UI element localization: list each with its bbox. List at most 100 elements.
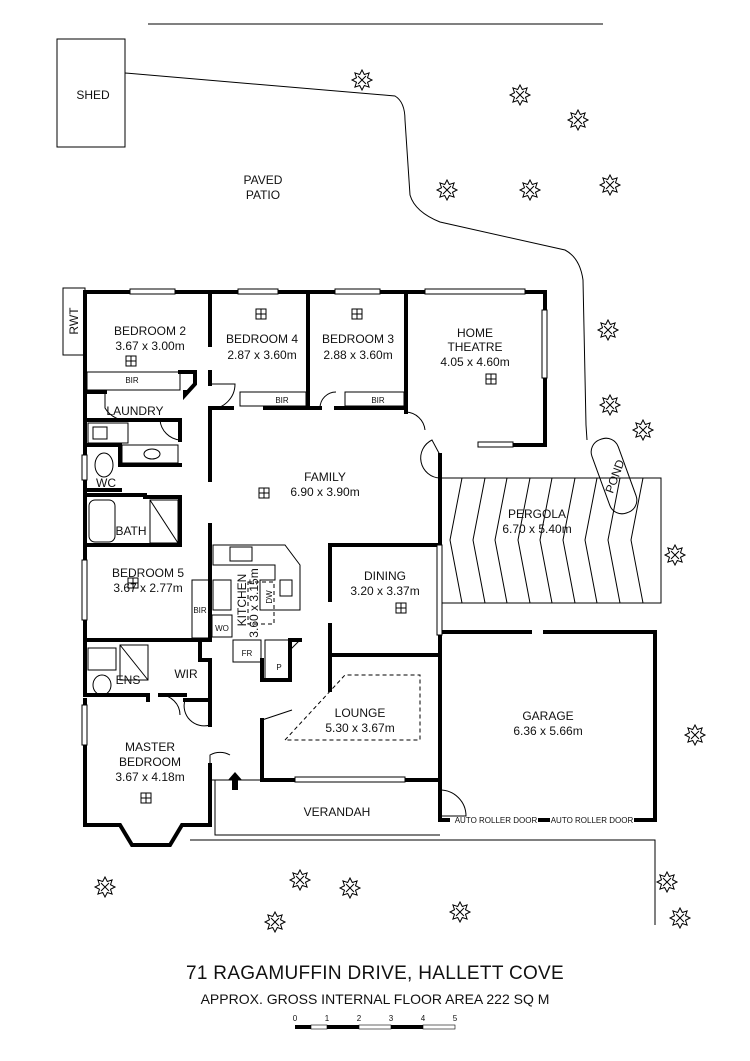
pond-outline <box>590 437 638 515</box>
garage-label: GARAGE <box>522 709 573 723</box>
scale-bar: 0 1 2 3 4 5 <box>293 1014 458 1030</box>
kitchen-sink <box>229 546 253 562</box>
dishwasher-label: DW <box>265 590 274 604</box>
wall-bed2-bottom <box>83 370 197 401</box>
vanity <box>121 444 179 464</box>
wall-wc <box>83 443 182 492</box>
wall-theatre-right <box>483 376 547 447</box>
cooktop <box>212 579 232 611</box>
tree-icon <box>596 318 620 342</box>
property-address: 71 RAGAMUFFIN DRIVE, HALLETT COVE <box>186 963 564 984</box>
scale-segment <box>310 1024 328 1030</box>
tree-icon <box>338 876 362 900</box>
trees <box>93 68 707 934</box>
window <box>334 288 381 295</box>
shower <box>149 499 179 544</box>
window <box>81 559 88 621</box>
door-swings <box>104 383 467 817</box>
bir-box <box>191 579 210 639</box>
window <box>436 544 443 636</box>
tree-icon <box>598 173 622 197</box>
toilet <box>94 452 114 478</box>
garden-path-line <box>124 72 588 441</box>
wet-area-fixtures <box>87 422 179 696</box>
bedroom3-size: 2.88 x 3.60m <box>323 348 392 362</box>
lounge-label: LOUNGE <box>335 706 386 720</box>
master-label-2: BEDROOM <box>119 755 181 769</box>
shed-label: SHED <box>76 88 110 102</box>
wall-laundry <box>83 418 182 442</box>
scale-segment <box>422 1024 456 1030</box>
shed: SHED <box>56 38 126 148</box>
basin <box>87 647 117 671</box>
window <box>294 776 406 783</box>
built-in-robes <box>86 371 405 639</box>
room-marker <box>485 373 497 385</box>
laundry-sink <box>92 426 108 440</box>
window <box>424 288 526 295</box>
shower-line <box>149 499 179 544</box>
window <box>541 309 548 379</box>
fridge-label: FR <box>242 649 253 658</box>
pond: POND <box>590 437 638 515</box>
room-labels: BEDROOM 2 3.67 x 3.00m BIR BEDROOM 4 2.8… <box>96 324 633 825</box>
home-theatre-size: 4.05 x 4.60m <box>440 355 509 369</box>
master-label-1: MASTER <box>125 740 175 754</box>
wall-garage <box>438 630 657 822</box>
bedroom3-bir: BIR <box>371 396 385 405</box>
tree-icon <box>263 910 287 934</box>
wall-bath <box>83 493 182 547</box>
tree-icon <box>683 723 707 747</box>
bir-box <box>86 371 181 391</box>
wall-garage-front <box>438 778 657 822</box>
roller-door-2-label: AUTO ROLLER DOOR <box>551 816 634 825</box>
tree-icon <box>631 418 655 442</box>
door <box>183 699 211 727</box>
dishwasher <box>279 579 293 597</box>
family-size: 6.90 x 3.90m <box>290 485 359 499</box>
floor-area-note: APPROX. GROSS INTERNAL FLOOR AREA 222 SQ… <box>201 991 550 1007</box>
verandah-label: VERANDAH <box>304 805 371 819</box>
door <box>261 709 293 721</box>
shed-outline <box>56 38 126 148</box>
roller-door-1-label: AUTO ROLLER DOOR <box>455 816 538 825</box>
home-theatre-label-2: THEATRE <box>447 340 502 354</box>
scale-tick-1: 1 <box>325 1014 330 1023</box>
window <box>81 454 88 481</box>
tree-icon <box>288 868 312 892</box>
bedroom5-size: 3.67 x 2.77m <box>113 581 182 595</box>
door <box>104 392 131 421</box>
door <box>289 639 301 651</box>
bedroom2-size: 3.67 x 3.00m <box>115 339 184 353</box>
fridge-box <box>232 639 262 663</box>
door <box>420 439 441 479</box>
ens-label: ENS <box>116 673 141 687</box>
bedroom5-bir: BIR <box>193 606 207 615</box>
bedroom4-label: BEDROOM 4 <box>226 332 298 346</box>
bedroom4-size: 2.87 x 3.60m <box>227 348 296 362</box>
dining-size: 3.20 x 3.37m <box>350 584 419 598</box>
kitchen-bench <box>211 544 301 681</box>
shower-line <box>119 644 149 681</box>
wall-lounge <box>328 653 442 782</box>
tree-icon <box>350 68 374 92</box>
scale-tick-4: 4 <box>421 1014 426 1023</box>
master-size: 3.67 x 4.18m <box>115 770 184 784</box>
door <box>209 751 231 765</box>
bedroom2-label: BEDROOM 2 <box>114 324 186 338</box>
scale-segment <box>327 1025 359 1029</box>
door <box>159 419 181 441</box>
window <box>81 704 88 746</box>
scale-segment <box>295 1025 311 1029</box>
island-dash <box>247 581 275 625</box>
tree-icon <box>598 393 622 417</box>
pergola-size: 6.70 x 5.40m <box>502 522 571 536</box>
room-marker <box>127 577 139 589</box>
family-label: FAMILY <box>304 470 346 484</box>
rainwater-tank: RWT <box>62 287 86 356</box>
scale-segment <box>391 1025 423 1029</box>
door <box>209 383 236 410</box>
verandah: VERANDAH <box>210 779 440 836</box>
tree-icon <box>93 875 117 899</box>
basin <box>143 448 161 460</box>
